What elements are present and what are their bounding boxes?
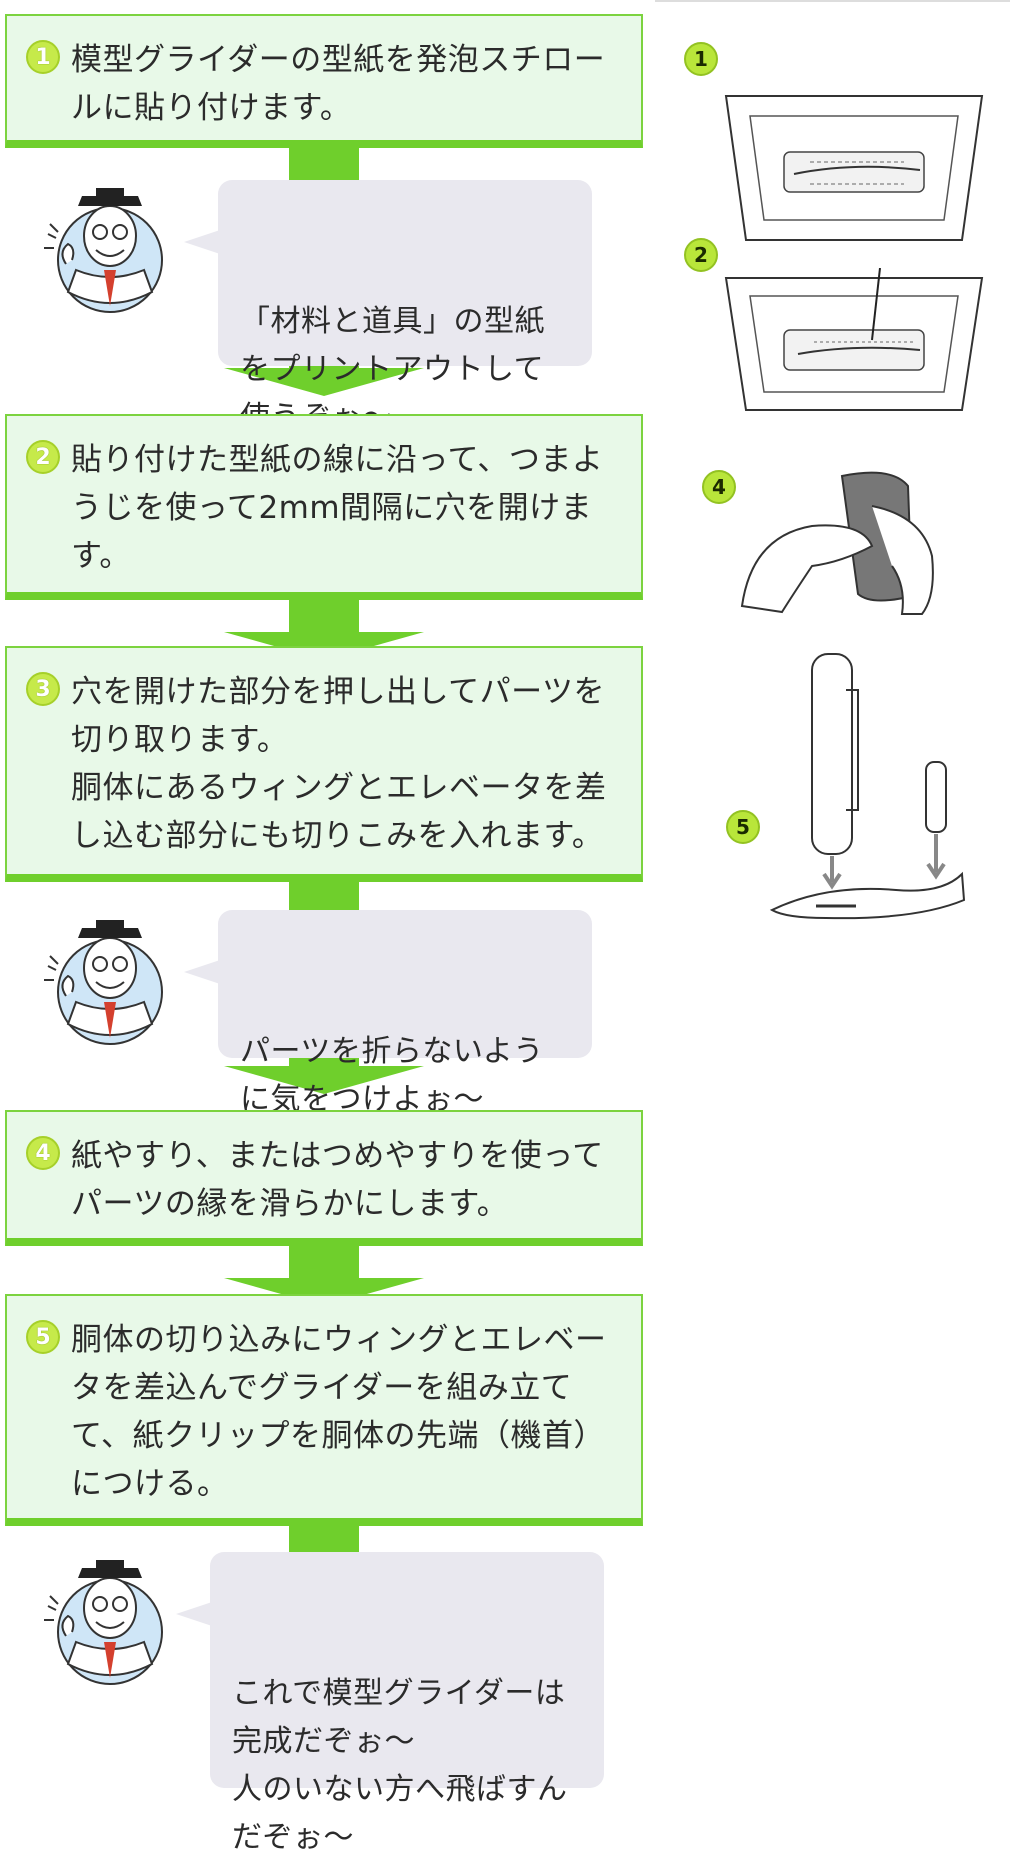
step-number-badge: 4 xyxy=(26,1136,60,1170)
step-text: 紙やすり、またはつめやすりを使って パーツの縁を滑らかにします。 xyxy=(71,1138,604,1222)
step-5-box: 5 胴体の切り込みにウィングとエレベー タを差込んでグライダーを組み立て て、紙… xyxy=(5,1294,643,1526)
step-2-box: 2 貼り付けた型紙の線に沿って、つまよ うじを使って2mm間隔に穴を開けま す。 xyxy=(5,414,643,600)
flow-connector xyxy=(224,1526,424,1556)
top-divider xyxy=(655,0,1010,2)
speech-bubble: パーツを折らないよう に気をつけよぉ～ xyxy=(184,910,592,1117)
professor-icon xyxy=(44,1560,163,1685)
glider-assembly-icon xyxy=(769,653,966,920)
speech-bubble: 「材料と道具」の型紙 をプリントアウトして 使うぞぉ～ xyxy=(184,180,592,435)
foam-tray-icon xyxy=(724,95,984,241)
illustration-foam-tray-1: 1 xyxy=(684,42,996,241)
step-text: 模型グライダーの型紙を発泡スチロー ルに貼り付けます。 xyxy=(71,42,606,126)
speech-bubble: これで模型グライダーは 完成だぞぉ～ 人のいない方へ飛ばすん だぞぉ～ xyxy=(176,1552,604,1855)
foam-tray-toothpick-icon xyxy=(724,268,984,411)
illustration-sanding: 4 xyxy=(702,466,950,616)
illustration-number-badge: 2 xyxy=(684,238,718,272)
step-text: 貼り付けた型紙の線に沿って、つまよ うじを使って2mm間隔に穴を開けま す。 xyxy=(71,442,604,574)
professor-icon xyxy=(44,920,163,1045)
step-number-badge: 5 xyxy=(26,1320,60,1354)
step-3-box: 3 穴を開けた部分を押し出してパーツを 切り取ります。 胴体にあるウィングとエレ… xyxy=(5,646,643,882)
bubble-text: これで模型グライダーは 完成だぞぉ～ 人のいない方へ飛ばすん だぞぉ～ xyxy=(232,1676,568,1855)
step-number-badge: 3 xyxy=(26,672,60,706)
illustration-number-badge: 1 xyxy=(684,42,718,76)
step-number-badge: 2 xyxy=(26,440,60,474)
illustration-number-badge: 4 xyxy=(702,470,736,504)
hands-sanding-icon xyxy=(740,471,934,615)
step-text: 穴を開けた部分を押し出してパーツを 切り取ります。 胴体にあるウィングとエレベー… xyxy=(71,674,607,854)
step-1-box: 1 模型グライダーの型紙を発泡スチロー ルに貼り付けます。 xyxy=(5,14,643,148)
illustration-number-badge: 5 xyxy=(726,810,760,844)
step-number-badge: 1 xyxy=(26,40,60,74)
illustration-assembly: 5 xyxy=(726,650,966,920)
professor-icon xyxy=(44,188,163,313)
step-text: 胴体の切り込みにウィングとエレベー タを差込んでグライダーを組み立て て、紙クリ… xyxy=(71,1322,607,1502)
illustration-foam-tray-2: 2 xyxy=(684,238,996,416)
bubble-text: パーツを折らないよう に気をつけよぉ～ xyxy=(240,1034,544,1117)
step-4-box: 4 紙やすり、またはつめやすりを使って パーツの縁を滑らかにします。 xyxy=(5,1110,643,1246)
